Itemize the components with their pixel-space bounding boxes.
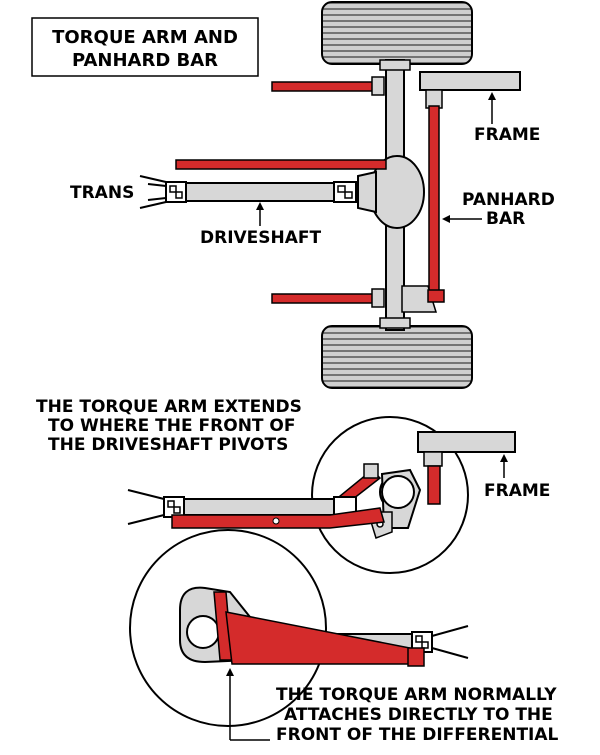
title-line-1: TORQUE ARM AND: [52, 27, 238, 48]
axle-flange-top: [379, 59, 411, 71]
panhard-label-2: BAR: [486, 209, 525, 229]
note-attaches-3: FRONT OF THE DIFFERENTIAL: [276, 725, 559, 745]
torque-arm-side-mid: [171, 507, 385, 529]
trans-yoke: [139, 175, 167, 209]
title-line-2: PANHARD BAR: [72, 50, 218, 71]
bottom-tire: [321, 325, 473, 389]
note-extends-3: THE DRIVESHAFT PIVOTS: [48, 435, 288, 455]
panhard-label-1: PANHARD: [462, 190, 555, 210]
pinion-housing: [357, 170, 377, 214]
driveshaft-label: DRIVESHAFT: [200, 228, 322, 248]
note-attaches-1: THE TORQUE ARM NORMALLY: [276, 685, 557, 705]
upper-control-arm: [271, 81, 383, 92]
frame-rail-mid: [417, 431, 516, 453]
note-extends-2: TO WHERE THE FRONT OF: [48, 416, 296, 436]
title-box: [31, 17, 259, 77]
panhard-bar-side: [427, 465, 441, 505]
frame-label-mid: FRAME: [484, 481, 550, 501]
frame-label-top: FRAME: [474, 125, 540, 145]
note-attaches-2: ATTACHES DIRECTLY TO THE: [284, 705, 553, 725]
note-extends-1: THE TORQUE ARM EXTENDS: [36, 397, 302, 417]
driveshaft-top-view: [185, 182, 335, 202]
lower-control-arm: [271, 293, 383, 304]
frame-rail-top: [419, 71, 521, 91]
axle-flange-bottom: [379, 317, 411, 329]
torque-arm-top-view: [175, 159, 387, 170]
top-tire: [321, 1, 473, 65]
driveshaft-side-mid: [183, 498, 335, 516]
panhard-bar: [428, 105, 440, 299]
trans-label: TRANS: [70, 183, 134, 203]
